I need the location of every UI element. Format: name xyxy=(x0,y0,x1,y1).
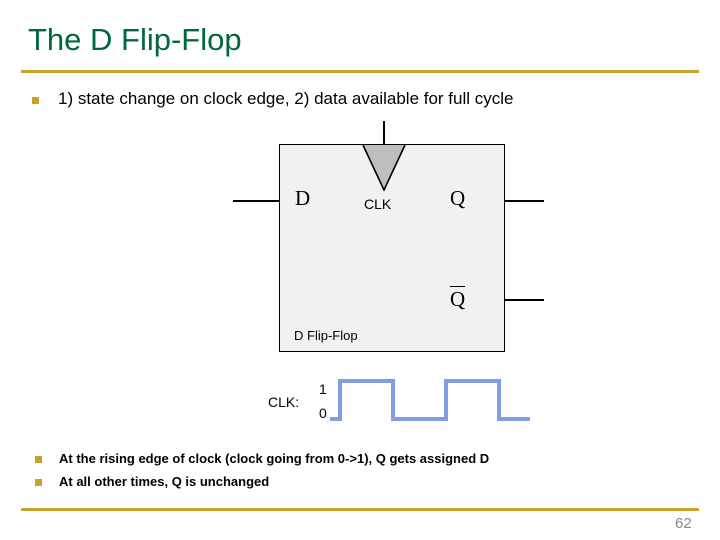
waveform-clk-label: CLK: xyxy=(268,394,300,410)
title-divider-rule xyxy=(21,70,699,73)
bullet-other-times-label: At all other times, Q is unchanged xyxy=(59,474,270,489)
bullet-square-icon xyxy=(35,479,42,486)
clk-pin-label: CLK xyxy=(364,196,392,212)
waveform-level-low-label: 0 xyxy=(319,405,327,421)
bullet-square-icon xyxy=(32,97,39,104)
waveform-level-high-label: 1 xyxy=(319,381,327,397)
bullet-rising-edge-label: At the rising edge of clock (clock going… xyxy=(59,451,490,466)
bullet-item-rising-edge: At the rising edge of clock (clock going… xyxy=(35,450,489,467)
qbar-output-wire xyxy=(504,299,544,301)
bullet-item-other-times: At all other times, Q is unchanged xyxy=(35,473,269,490)
q-output-wire xyxy=(504,200,544,202)
bullet-item-main: 1) state change on clock edge, 2) data a… xyxy=(32,88,514,110)
qbar-overline-text: Q xyxy=(450,286,466,311)
page-number: 62 xyxy=(675,515,692,532)
bullet-square-icon xyxy=(35,456,42,463)
clock-waveform-plot xyxy=(330,379,530,421)
q-output-label: Q xyxy=(450,186,466,210)
d-input-label: D xyxy=(295,186,311,210)
flip-flop-name-label: D Flip-Flop xyxy=(294,328,358,343)
footer-divider-rule xyxy=(21,508,699,511)
d-input-wire xyxy=(233,200,280,202)
clock-edge-triangle-icon xyxy=(363,145,405,190)
page-title: The D Flip-Flop xyxy=(28,22,242,57)
bullet-main-label: 1) state change on clock edge, 2) data a… xyxy=(58,89,514,108)
clock-input-wire xyxy=(383,121,385,145)
qbar-output-label: Q xyxy=(450,286,466,312)
